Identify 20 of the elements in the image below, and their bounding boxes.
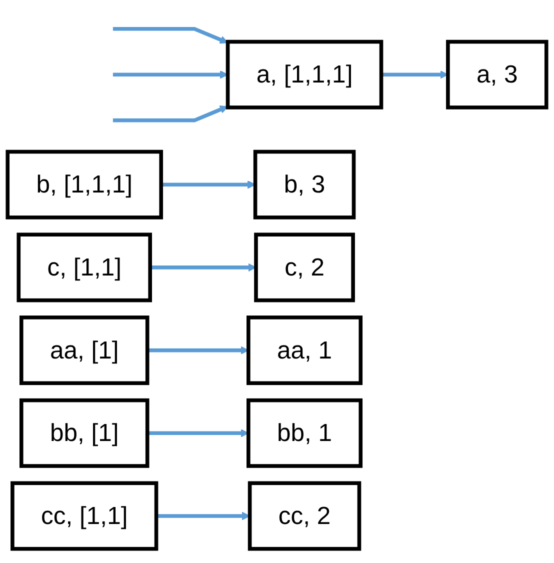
arrow [156, 512, 250, 520]
node-box: aa, [1] [19, 315, 150, 385]
arrow [150, 263, 256, 272]
node-box: cc, [1,1] [10, 481, 158, 551]
node-box: aa, 1 [246, 315, 363, 385]
node-box: c, [1,1] [16, 232, 152, 302]
node-box: cc, 2 [248, 481, 362, 551]
arrow [381, 70, 448, 79]
arrow [161, 180, 256, 189]
node-box: c, 2 [254, 232, 355, 302]
node-box: b, 3 [253, 150, 356, 220]
node-box: bb, 1 [246, 398, 363, 468]
arrow [112, 26, 228, 44]
arrow [112, 105, 228, 122]
node-box: bb, [1] [19, 398, 150, 468]
node-box: b, [1,1,1] [6, 150, 164, 220]
node-box: a, 3 [446, 40, 548, 110]
arrow [147, 428, 249, 438]
node-box: a, [1,1,1] [226, 40, 384, 110]
arrow [147, 346, 249, 354]
